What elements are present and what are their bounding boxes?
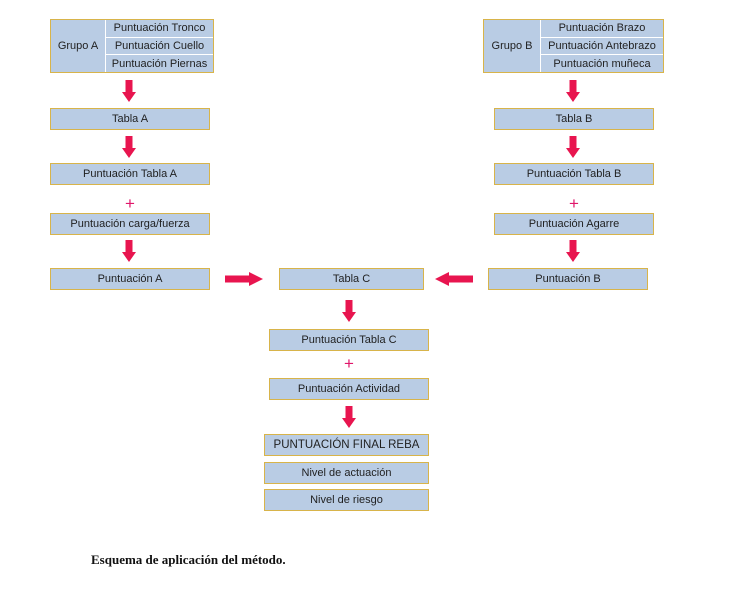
group-b-item: Puntuación Antebrazo	[541, 38, 663, 56]
puntuacion-b-box: Puntuación B	[488, 268, 648, 290]
arrow-down-icon	[342, 300, 356, 322]
group-a-item: Puntuación Piernas	[111, 58, 208, 71]
nivel-riesgo-box: Nivel de riesgo	[264, 489, 429, 511]
diagram-caption: Esquema de aplicación del método.	[91, 552, 286, 567]
puntuacion-tabla-a-box: Puntuación Tabla A	[50, 163, 210, 185]
plus-sign-left: +	[125, 194, 135, 213]
group-b-label: Grupo B	[484, 20, 541, 72]
arrow-down-icon	[122, 240, 136, 262]
group-b-item: Puntuación muñeca	[553, 58, 651, 71]
arrow-down-icon	[566, 240, 580, 262]
plus-sign-center: +	[344, 354, 354, 373]
puntuacion-actividad-box: Puntuación Actividad	[269, 378, 429, 400]
puntuacion-final-reba-box: PUNTUACIÓN FINAL REBA	[264, 434, 429, 456]
puntuacion-agarre-box: Puntuación Agarre	[494, 213, 654, 235]
group-a-item: Puntuación Tronco	[106, 20, 213, 38]
arrow-right-icon	[225, 272, 263, 286]
arrow-down-icon	[122, 80, 136, 102]
arrow-down-icon	[122, 136, 136, 158]
group-b-item: Puntuación Brazo	[541, 20, 663, 38]
plus-sign-right: +	[569, 194, 579, 213]
group-b: Grupo B Puntuación Brazo Puntuación Ante…	[483, 19, 664, 73]
arrow-down-icon	[566, 80, 580, 102]
arrow-down-icon	[566, 136, 580, 158]
puntuacion-a-box: Puntuación A	[50, 268, 210, 290]
tabla-c-box: Tabla C	[279, 268, 424, 290]
puntuacion-tabla-c-box: Puntuación Tabla C	[269, 329, 429, 351]
group-a-label: Grupo A	[51, 20, 106, 72]
group-a-item: Puntuación Cuello	[106, 38, 213, 56]
puntuacion-tabla-b-box: Puntuación Tabla B	[494, 163, 654, 185]
tabla-a-box: Tabla A	[50, 108, 210, 130]
nivel-actuacion-box: Nivel de actuación	[264, 462, 429, 484]
tabla-b-box: Tabla B	[494, 108, 654, 130]
group-a: Grupo A Puntuación Tronco Puntuación Cue…	[50, 19, 214, 73]
arrow-left-icon	[435, 272, 473, 286]
arrow-down-icon	[342, 406, 356, 428]
puntuacion-carga-fuerza-box: Puntuación carga/fuerza	[50, 213, 210, 235]
